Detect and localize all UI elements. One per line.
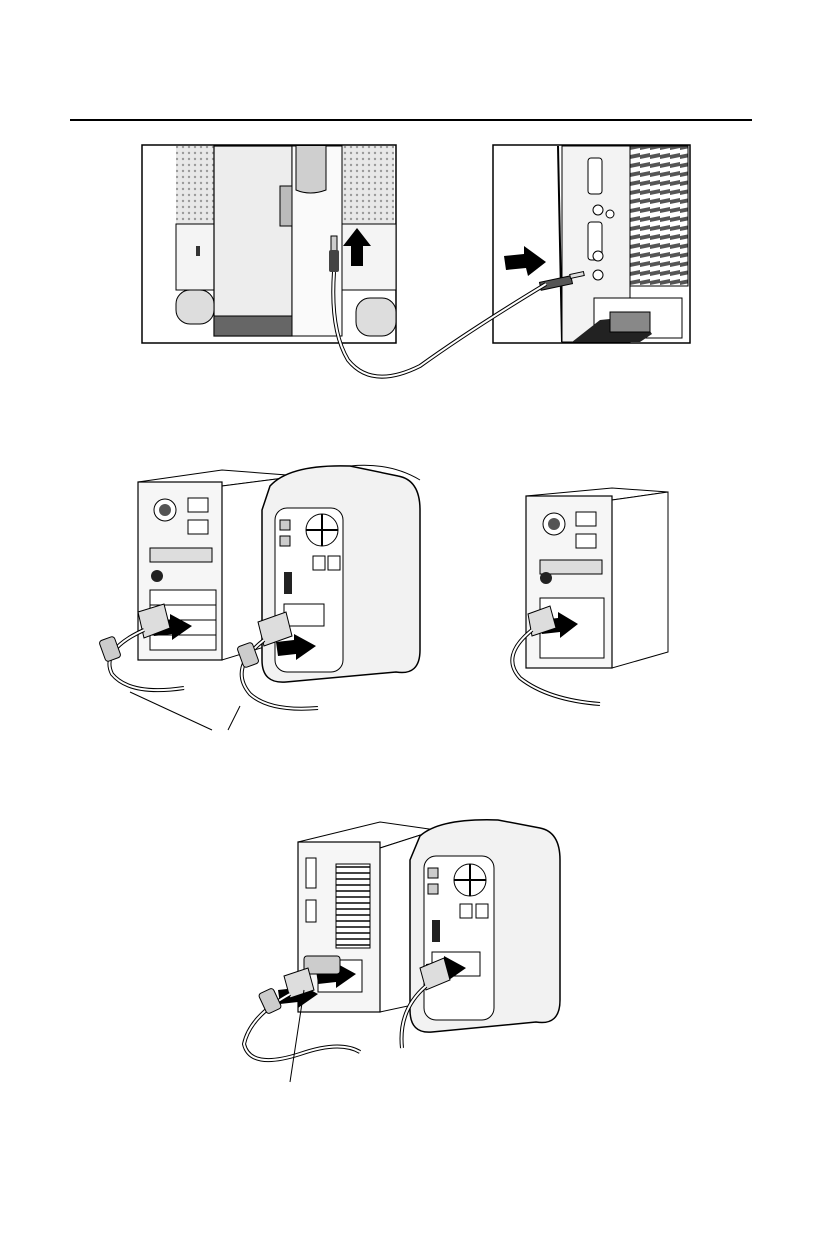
callout-leader-adapter: [290, 990, 304, 1082]
figure-video-cable-with-adapter: [0, 0, 823, 1100]
mac-tower-adapter: [410, 820, 560, 1032]
